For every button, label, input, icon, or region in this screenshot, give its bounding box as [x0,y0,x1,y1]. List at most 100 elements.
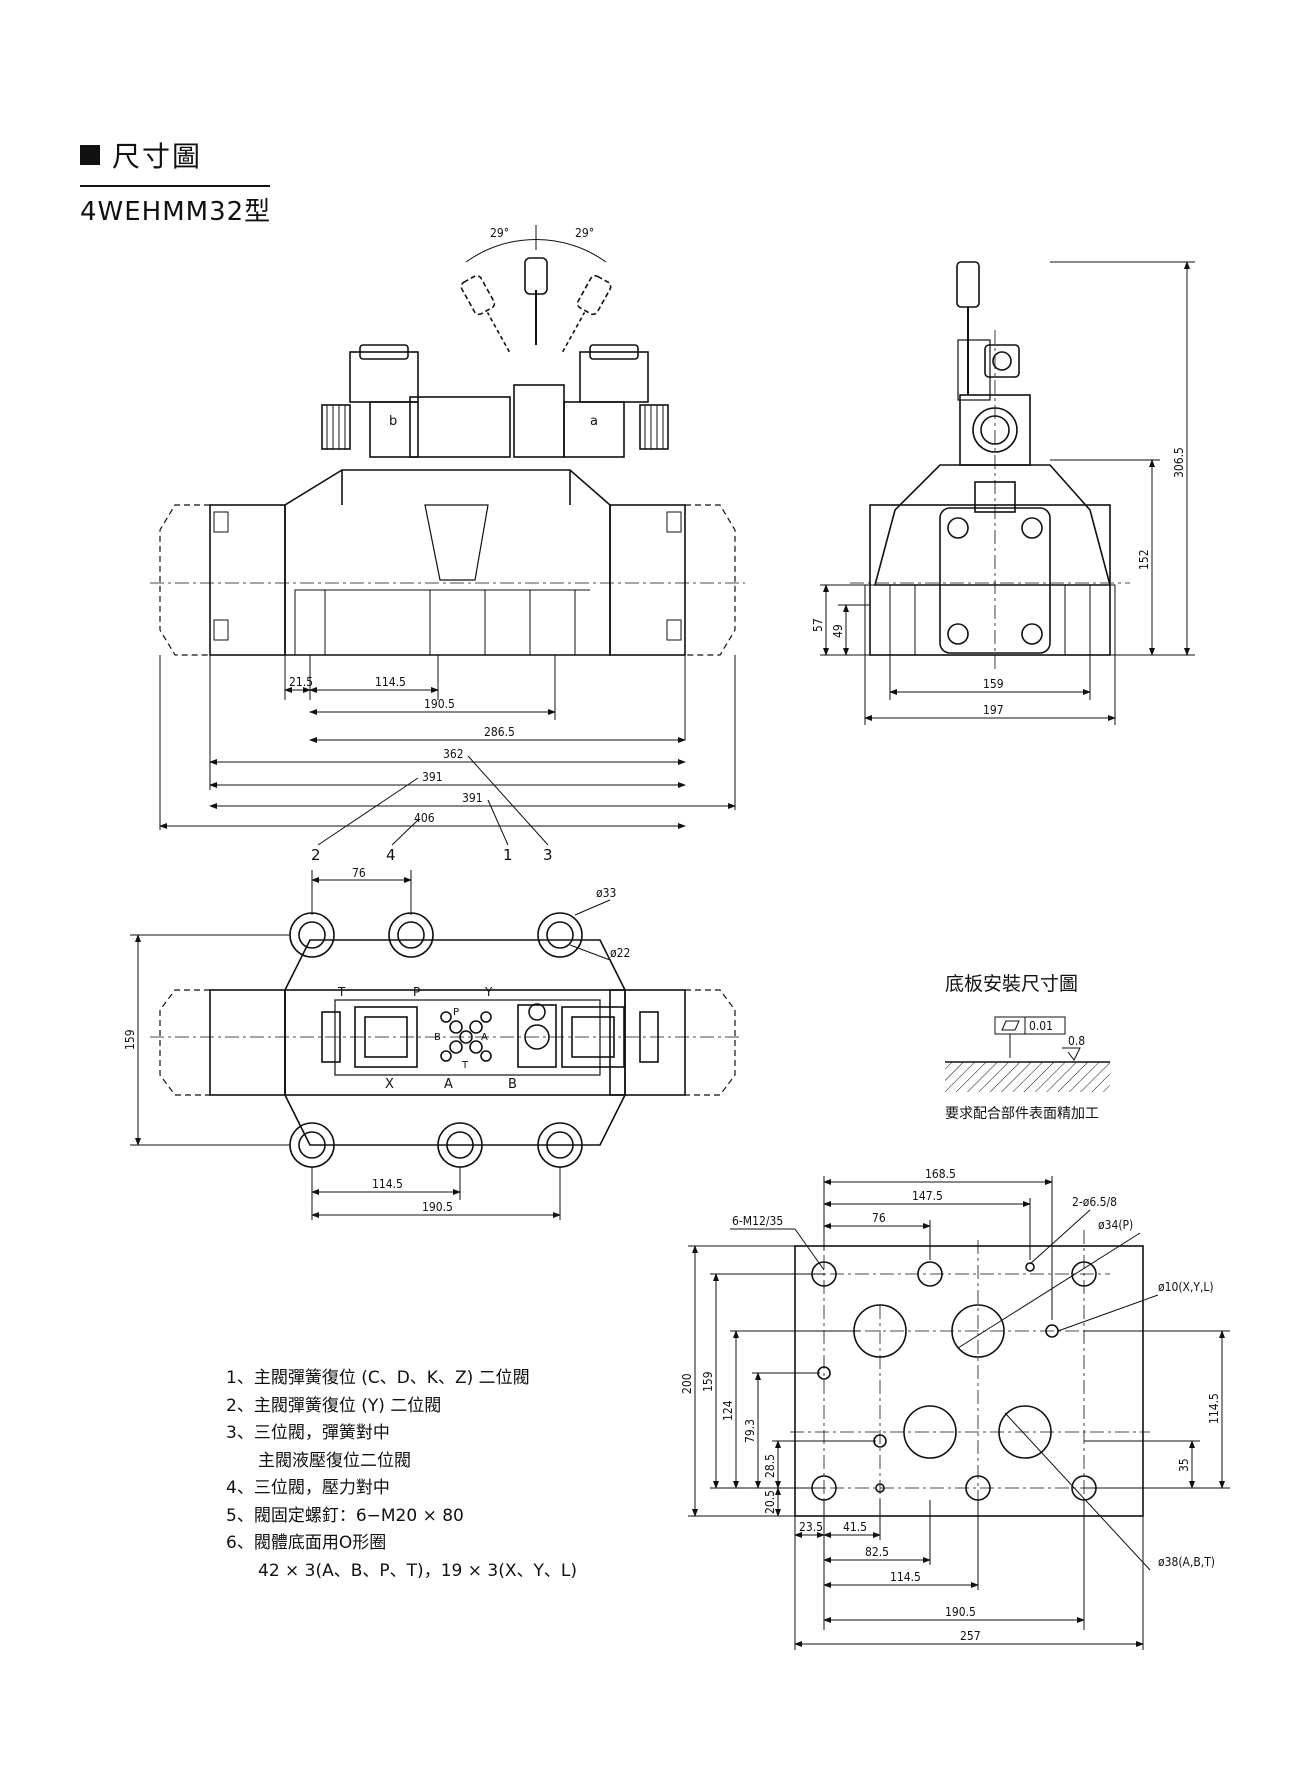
solenoid-b-label: b [389,414,397,429]
base-dimension-lines [688,1176,1230,1650]
center-port-a: A [481,1032,488,1043]
port-b-label: B [508,1077,517,1092]
callout-1: 1 [503,846,513,864]
end-cap-left [159,504,286,656]
surface-note-text: 要求配合部件表面精加工 [945,1106,1099,1122]
dim-114-5-top: 114.5 [372,1177,403,1191]
dim-114-5-base: 114.5 [890,1570,921,1584]
dim-76-top: 76 [352,866,366,880]
dim-362: 362 [443,747,464,761]
label-dia-38-abt: ø38(A,B,T) [1158,1555,1215,1569]
dim-159-side: 159 [983,677,1004,691]
model-title: 4WEHMM32型 [80,197,272,227]
dim-114-5: 114.5 [375,675,406,689]
side-body-upper [873,464,1112,586]
dim-57: 57 [811,618,825,632]
surface-note: 底板安裝尺寸圖 0.01 0.8 要求配合部件表面精加工 [945,973,1110,1122]
dim-dia-33: ø33 [596,886,616,900]
port-x-label: X [385,1077,394,1092]
dim-391-a: 391 [422,770,443,784]
flatness-value: 0.01 [1029,1019,1053,1033]
end-cap-right [609,504,736,656]
dim-257: 257 [960,1629,981,1643]
dim-190-5-base: 190.5 [945,1605,976,1619]
dim-200: 200 [680,1373,694,1394]
dim-124: 124 [721,1400,735,1421]
dim-152: 152 [1137,549,1151,570]
main-valve-body [284,469,611,656]
section-title-text: 尺寸圖 [112,140,203,173]
section-title: 尺寸圖 [80,135,271,175]
label-dia-34-p: ø34(P) [1098,1218,1133,1232]
dim-391-b: 391 [462,791,483,805]
side-view [820,261,1195,725]
front-view [150,225,745,846]
port-t-label: T [337,985,346,999]
dim-114-5-base-right: 114.5 [1207,1393,1221,1424]
dim-306-5: 306.5 [1172,447,1186,478]
angle-right-label: 29° [575,226,594,240]
dim-147-5: 147.5 [912,1189,943,1203]
center-port-t: T [461,1060,469,1071]
note-5: 5、閥固定螺釘：6−M20 × 80 [226,1505,464,1526]
side-dimension-lines [820,261,1195,725]
note-1: 1、主閥彈簧復位 (C、D、K、Z) 二位閥 [226,1368,530,1388]
dim-190-5-top: 190.5 [422,1200,453,1214]
dim-23-5: 23.5 [799,1520,823,1534]
title-underline [80,185,270,187]
lever-handles [460,225,612,353]
dim-168-5: 168.5 [925,1167,956,1181]
dim-286-5: 286.5 [484,725,515,739]
note-3: 3、三位閥，彈簧對中 [226,1423,390,1443]
dim-197: 197 [983,703,1004,717]
square-bullet-icon [80,145,100,165]
label-2-dia-6-5-8: 2-ø6.5/8 [1072,1195,1117,1209]
callout-3: 3 [543,846,553,864]
solenoid-a [563,344,669,458]
note-6: 6、閥體底面用O形圈 [226,1533,387,1553]
center-port-b: B [434,1032,441,1043]
solenoid-b [321,344,419,458]
dim-159-base: 159 [701,1371,715,1392]
dim-190-5: 190.5 [424,697,455,711]
note-6-continued: 42 × 3(A、B、P、T)，19 × 3(X、Y、L) [258,1560,577,1581]
dim-20-5: 20.5 [763,1490,777,1514]
center-port-p: P [453,1007,459,1018]
callout-4: 4 [386,846,396,864]
pilot-valve-body [409,396,511,458]
note-4: 4、三位閥，壓力對中 [226,1478,390,1498]
base-plate-title: 底板安裝尺寸圖 [945,973,1078,995]
side-lever-knob [956,261,980,308]
dim-406: 406 [414,811,435,825]
angle-left-label: 29° [490,226,509,240]
label-6-m12-35: 6-M12/35 [732,1214,783,1228]
note-3-continued: 主閥液壓復位二位閥 [258,1450,411,1471]
dim-dia-22: ø22 [610,946,630,960]
notes-list: 1、主閥彈簧復位 (C、D、K、Z) 二位閥 2、主閥彈簧復位 (Y) 二位閥 … [226,1365,577,1585]
note-2: 2、主閥彈簧復位 (Y) 二位閥 [226,1395,442,1416]
port-p-label: P [413,985,420,999]
dim-21-5: 21.5 [289,675,313,689]
header: 尺寸圖 4WEHMM32型 [80,135,271,228]
base-plate [688,1176,1230,1650]
dim-82-5: 82.5 [865,1545,889,1559]
dim-79-3: 79.3 [743,1419,757,1443]
top-dimension-lines [130,870,611,1220]
side-body [869,504,1111,656]
solenoid-a-label: a [590,414,598,429]
dim-35: 35 [1177,1458,1191,1472]
dim-76-base: 76 [872,1211,886,1225]
front-dimension-lines [159,655,736,846]
base-ports [811,1261,1097,1501]
callout-2: 2 [311,846,321,864]
dim-28-5: 28.5 [763,1454,777,1478]
dim-49: 49 [831,624,845,638]
port-a-label: A [444,1077,453,1092]
dim-159-top: 159 [123,1029,137,1050]
top-view [130,870,740,1220]
top-bolt-holes [289,912,583,1168]
lever-housing [513,384,565,458]
dim-41-5: 41.5 [843,1520,867,1534]
roughness-value: 0.8 [1068,1034,1085,1048]
